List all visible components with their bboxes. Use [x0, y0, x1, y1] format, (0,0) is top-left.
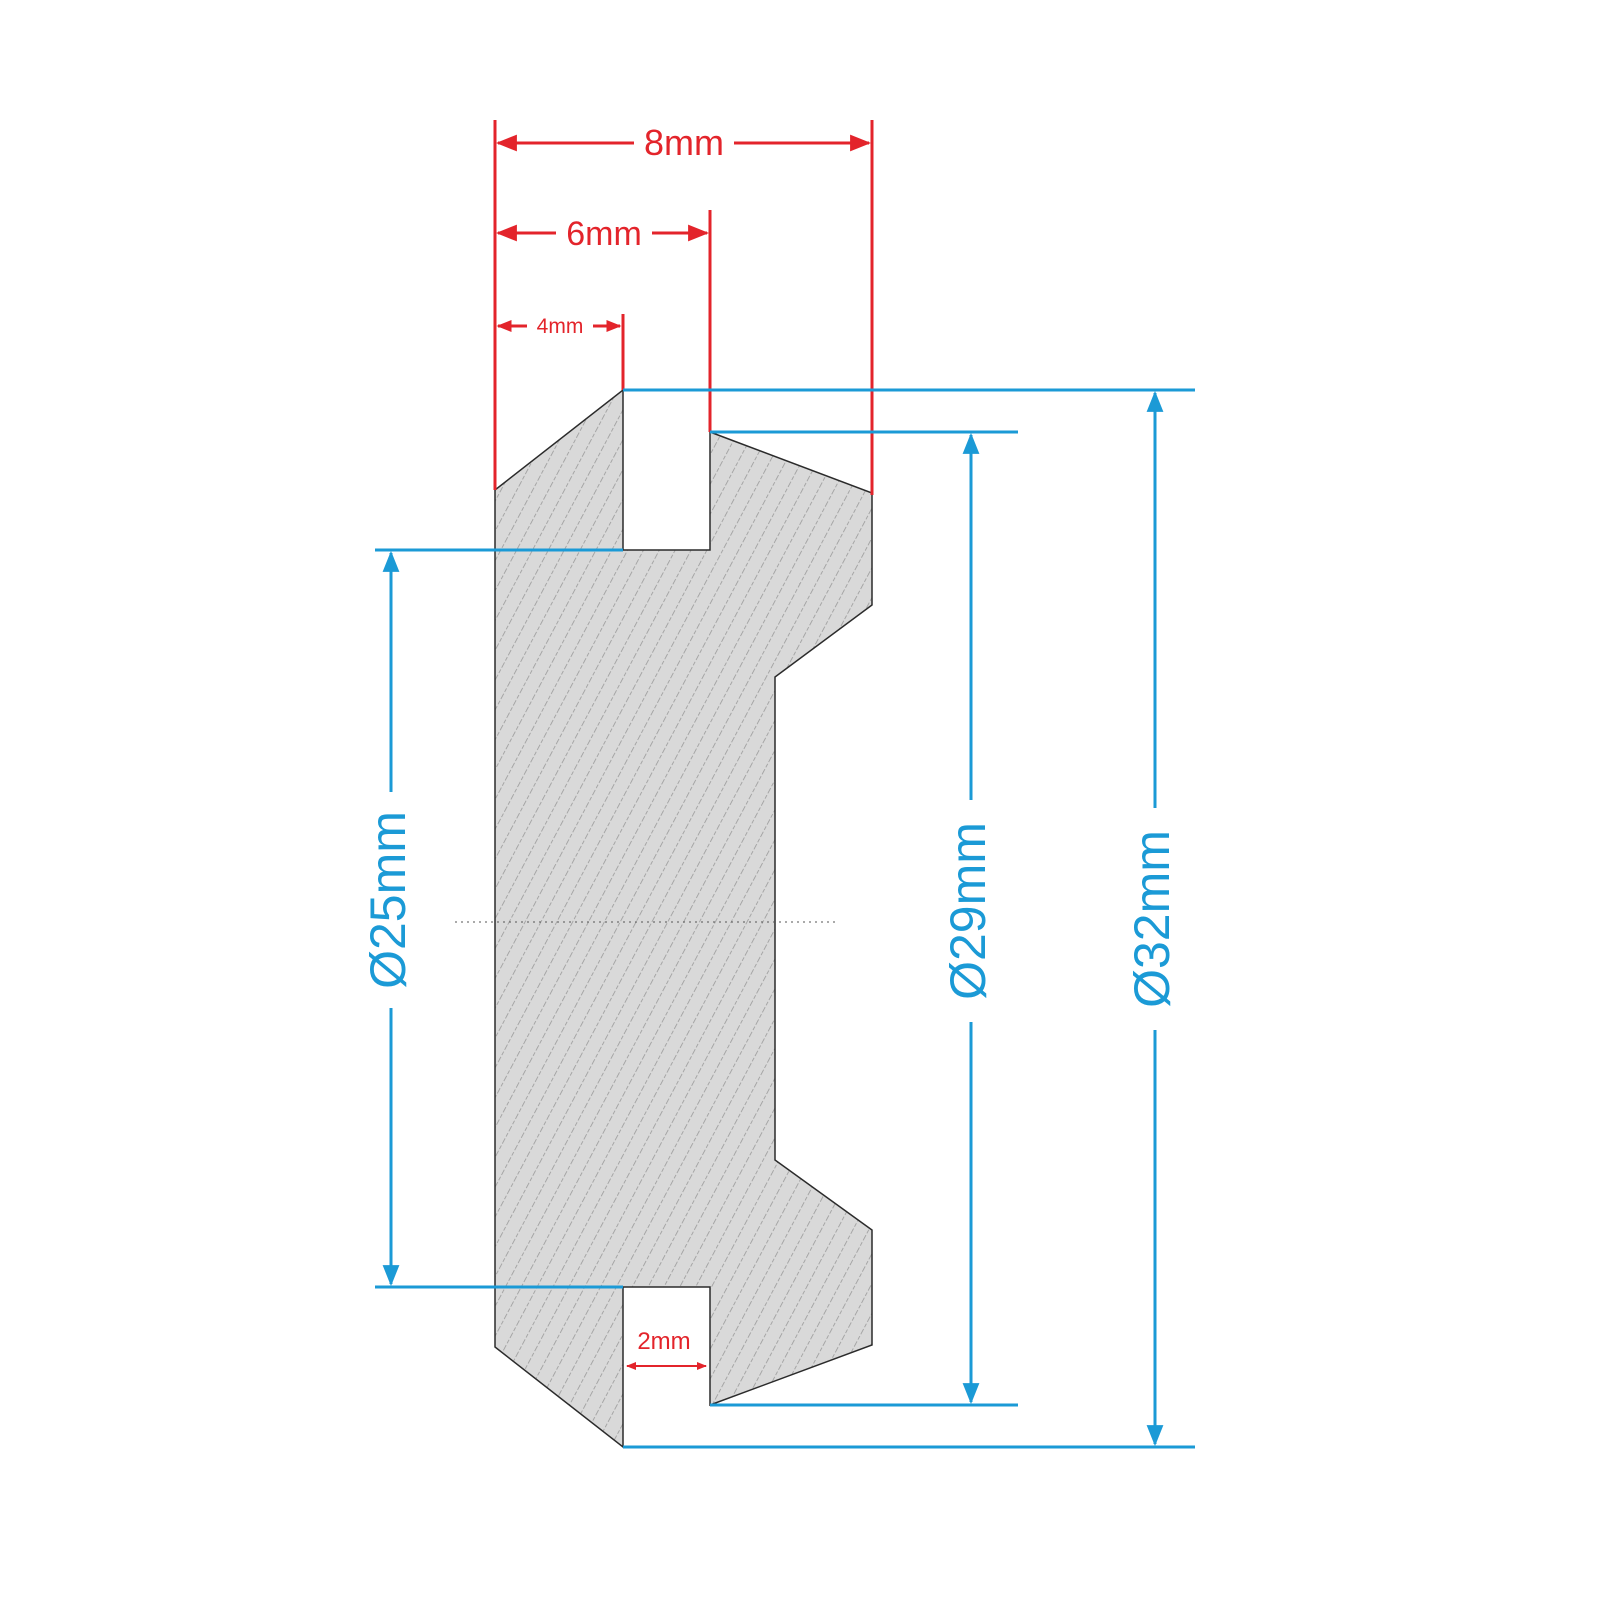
axial-extension-lines — [493, 120, 874, 495]
dimension-label-diameter-32mm: Ø32mm — [1124, 830, 1180, 1008]
dimension-label-diameter-29mm: Ø29mm — [940, 822, 996, 1000]
dimension-label-2mm: 2mm — [637, 1328, 690, 1355]
dimension-label-diameter-25mm: Ø25mm — [360, 811, 416, 989]
diameter-extension-lines — [375, 388, 1195, 1449]
dimension-diameter-32mm: Ø32mm — [1124, 390, 1180, 1447]
profile-section — [494, 388, 873, 1449]
dimension-label-4mm: 4mm — [537, 315, 584, 338]
dimension-diameter-25mm: Ø25mm — [360, 550, 416, 1287]
dimension-2mm: 2mm — [626, 1328, 707, 1370]
dimension-8mm: 8mm — [495, 122, 872, 163]
dimension-diameter-29mm: Ø29mm — [940, 432, 996, 1405]
dimension-label-8mm: 8mm — [644, 122, 724, 163]
dimension-label-6mm: 6mm — [566, 215, 642, 253]
dimension-6mm: 6mm — [495, 215, 710, 253]
dimension-4mm: 4mm — [496, 315, 622, 338]
